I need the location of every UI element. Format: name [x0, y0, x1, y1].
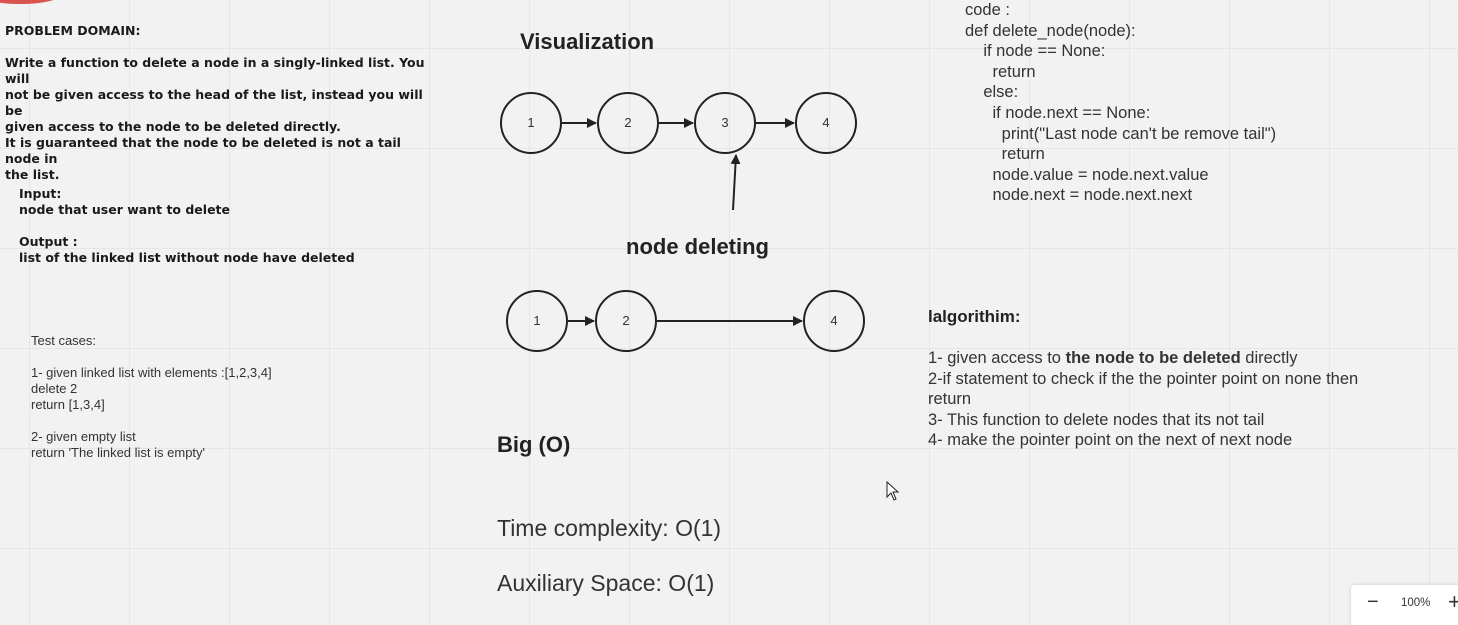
- bottom-node[interactable]: 2: [595, 290, 657, 352]
- problem-line: not be given access to the head of the l…: [5, 87, 423, 118]
- problem-line: It is guaranteed that the node to be del…: [5, 135, 401, 166]
- code-line: return: [965, 145, 1045, 164]
- top-node[interactable]: 4: [795, 92, 857, 154]
- test-cases-note[interactable]: Test cases: 1- given linked list with el…: [31, 333, 272, 461]
- step-text: directly: [1240, 349, 1298, 367]
- test-case-line: 1- given linked list with elements :[1,2…: [31, 365, 272, 380]
- input-label: Input:: [19, 186, 62, 201]
- visualization-title[interactable]: Visualization: [520, 29, 655, 54]
- algorithm-step-3: 3- This function to delete nodes that it…: [928, 410, 1265, 429]
- top-node[interactable]: 2: [597, 92, 659, 154]
- node-deleting-title[interactable]: node deleting: [626, 234, 769, 259]
- input-output-note[interactable]: Input: node that user want to delete Out…: [19, 186, 355, 266]
- bottom-node[interactable]: 4: [803, 290, 865, 352]
- code-line: print("Last node can't be remove tail"): [965, 124, 1277, 143]
- test-case-line: delete 2: [31, 381, 78, 396]
- node-label: 4: [830, 313, 837, 328]
- algorithm-step-4: 4- make the pointer point on the next of…: [928, 431, 1293, 450]
- mouse-cursor-icon: [886, 481, 900, 501]
- node-label: 3: [721, 115, 728, 130]
- zoom-out-button[interactable]: −: [1367, 591, 1379, 613]
- problem-domain-note[interactable]: PROBLEM DOMAIN: Write a function to dele…: [5, 23, 430, 183]
- problem-line: given access to the node to be deleted d…: [5, 119, 341, 134]
- red-shape-decoration: [0, 0, 60, 4]
- time-complexity-text[interactable]: Time complexity: O(1): [497, 515, 722, 541]
- node-label: 1: [533, 313, 540, 328]
- code-line: node.next = node.next.next: [965, 186, 1193, 205]
- pointer-arrow: [730, 154, 741, 211]
- test-cases-title: Test cases:: [31, 333, 97, 348]
- node-label: 4: [822, 115, 829, 130]
- input-text: node that user want to delete: [19, 202, 230, 217]
- output-label: Output :: [19, 234, 78, 249]
- code-line: node.value = node.next.value: [965, 165, 1209, 184]
- node-label: 2: [622, 313, 629, 328]
- code-line: code :: [965, 1, 1010, 19]
- code-line: def delete_node(node):: [965, 21, 1136, 40]
- code-line: if node == None:: [965, 42, 1106, 61]
- linked-list-diagram: 1 2 3 4 1 2 4: [500, 92, 865, 352]
- algorithm-step-2: 2-if statement to check if the the point…: [928, 369, 1359, 409]
- node-label: 2: [624, 115, 631, 130]
- algorithm-step-1: 1- given access to the node to be delete…: [928, 348, 1368, 369]
- node-label: 1: [527, 115, 534, 130]
- step-text: 1- given access to: [928, 349, 1066, 367]
- step-bold-text: the node to be deleted: [1065, 349, 1241, 367]
- zoom-controls: − 100% +: [1351, 585, 1458, 625]
- big-o-title[interactable]: Big (O): [497, 432, 571, 457]
- problem-domain-title: PROBLEM DOMAIN:: [5, 23, 141, 38]
- code-line: if node.next == None:: [965, 103, 1151, 122]
- code-note[interactable]: code : def delete_node(node): if node == …: [965, 0, 1276, 206]
- bottom-node[interactable]: 1: [506, 290, 568, 352]
- test-case-line: return 'The linked list is empty': [31, 445, 206, 460]
- test-case-line: 2- given empty list: [31, 429, 136, 444]
- space-complexity-text[interactable]: Auxiliary Space: O(1): [497, 570, 715, 596]
- code-line: return: [965, 62, 1036, 81]
- problem-line: the list.: [5, 167, 60, 182]
- test-case-line: return [1,3,4]: [31, 397, 105, 412]
- zoom-level[interactable]: 100%: [1401, 597, 1431, 609]
- top-node[interactable]: 3: [694, 92, 756, 154]
- top-node[interactable]: 1: [500, 92, 562, 154]
- algorithm-steps[interactable]: 1- given access to the node to be delete…: [928, 348, 1368, 451]
- zoom-in-button[interactable]: +: [1448, 589, 1458, 614]
- problem-line: Write a function to delete a node in a s…: [5, 55, 425, 86]
- output-text: list of the linked list without node hav…: [19, 250, 355, 265]
- code-line: else:: [965, 83, 1019, 102]
- algorithm-title[interactable]: lalgorithim:: [928, 307, 1021, 326]
